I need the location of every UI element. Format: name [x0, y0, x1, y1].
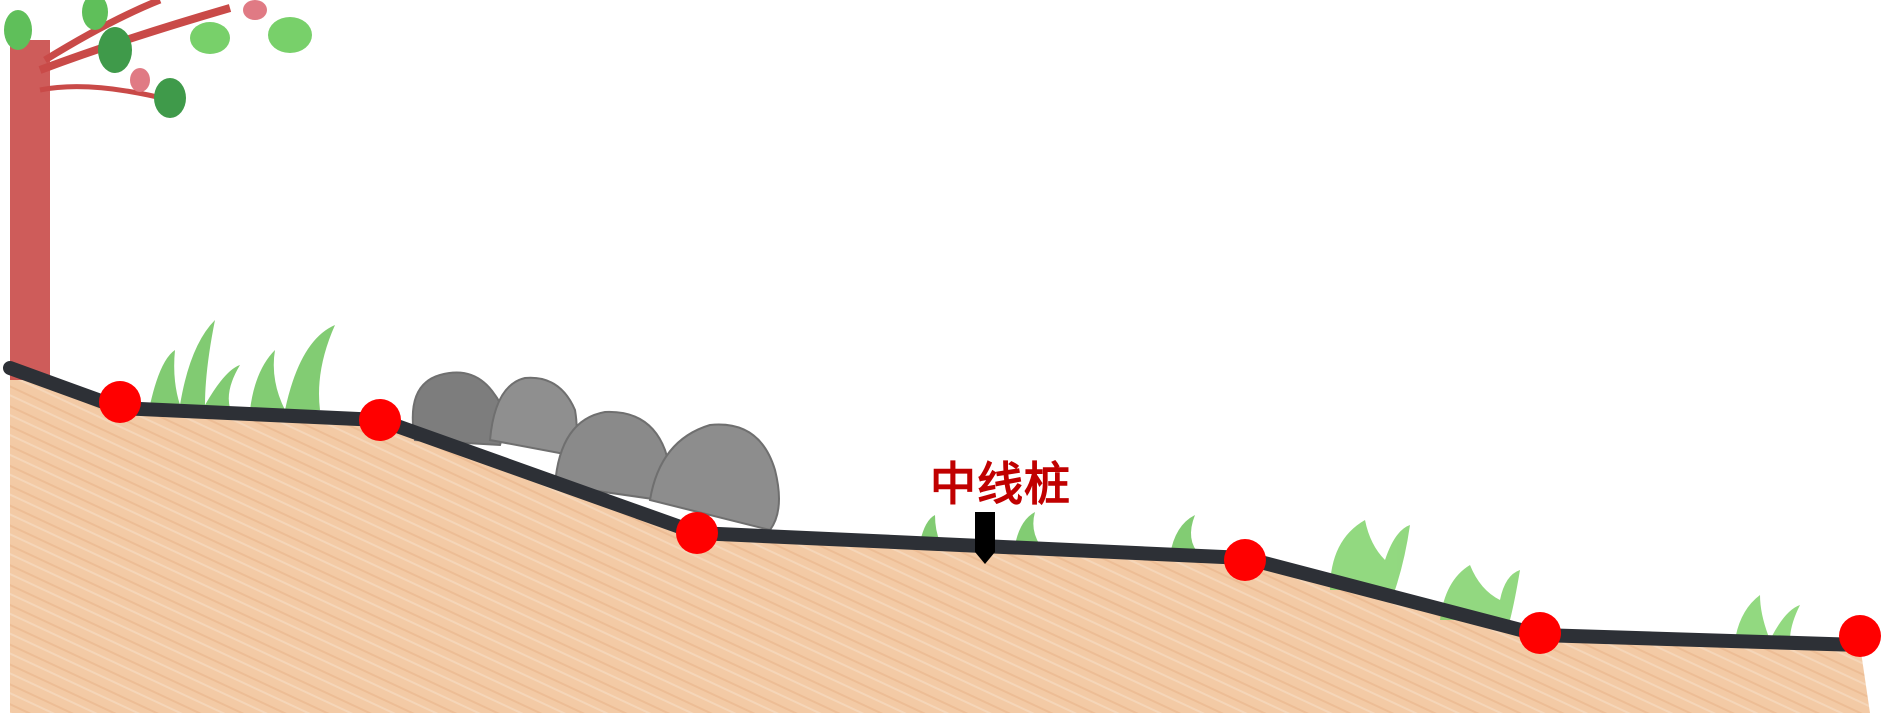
leaf: [190, 22, 230, 54]
centerline-stake-label: 中线桩: [930, 457, 1071, 511]
survey-points: [99, 381, 1881, 657]
grass: [150, 320, 1800, 640]
leaf: [98, 27, 132, 73]
leaf: [130, 68, 150, 92]
stake-marker-icon: [975, 512, 995, 564]
rocks: [411, 371, 780, 532]
survey-point: [99, 381, 141, 423]
tree: [4, 0, 312, 380]
leaf: [4, 10, 32, 50]
survey-point: [1839, 615, 1881, 657]
survey-point: [359, 399, 401, 441]
leaf: [268, 17, 312, 53]
leaf: [154, 78, 186, 118]
survey-point: [1519, 612, 1561, 654]
tree-trunk: [10, 40, 50, 380]
survey-point: [1224, 539, 1266, 581]
leaf: [243, 0, 267, 20]
leaf: [82, 0, 108, 30]
survey-point: [676, 512, 718, 554]
